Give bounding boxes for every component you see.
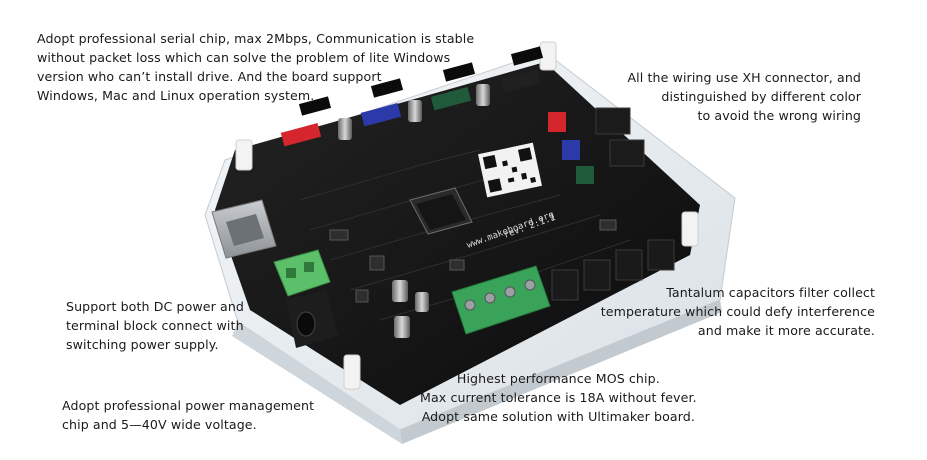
- annotation-line: and make it more accurate.: [697, 323, 875, 338]
- dc-barrel-jack: [286, 290, 338, 348]
- annotation-serial-chip: Adopt professional serial chip, max 2Mbp…: [37, 29, 474, 105]
- annotation-line: Adopt same solution with Ultimaker board…: [421, 409, 695, 424]
- annotation-line: terminal block connect with: [66, 318, 244, 333]
- driver-connectors: [280, 46, 544, 147]
- mosfet-connectors: [551, 239, 675, 301]
- mounting-pillars: [235, 41, 699, 390]
- annotation-line: chip and 5—40V wide voltage.: [62, 417, 257, 432]
- annotation-line: without packet loss which can solve the …: [37, 50, 451, 65]
- annotation-line: All the wiring use XH connector, and: [627, 70, 861, 85]
- annotation-xh-connector: All the wiring use XH connector, and dis…: [627, 68, 861, 125]
- annotation-line: version who can’t install drive. And the…: [37, 69, 382, 84]
- annotation-mos-chip: Highest performance MOS chip. Max curren…: [420, 369, 697, 426]
- annotation-line: distinguished by different color: [661, 89, 861, 104]
- annotation-line: to avoid the wrong wiring: [697, 108, 861, 123]
- annotation-tantalum-capacitors: Tantalum capacitors filter collect tempe…: [601, 283, 875, 340]
- qr-code: [478, 142, 542, 198]
- annotation-line: Windows, Mac and Linux operation system.: [37, 88, 315, 103]
- usb-port: [211, 199, 277, 259]
- annotation-dc-power: Support both DC power and terminal block…: [66, 297, 244, 354]
- xh-connectors: [548, 107, 645, 184]
- small-components: [329, 219, 617, 303]
- annotation-line: Highest performance MOS chip.: [456, 371, 660, 386]
- dc-power-connector: [273, 249, 331, 297]
- annotation-line: Adopt professional power management: [62, 398, 315, 413]
- annotation-line: Adopt professional serial chip, max 2Mbp…: [37, 31, 475, 46]
- annotation-line: temperature which could defy interferenc…: [600, 304, 875, 319]
- annotation-line: Support both DC power and: [66, 299, 245, 314]
- annotation-line: switching power supply.: [66, 337, 219, 352]
- terminal-block: [451, 265, 551, 335]
- annotation-line: Tantalum capacitors filter collect: [666, 285, 875, 300]
- annotation-power-management: Adopt professional power management chip…: [62, 396, 314, 434]
- annotation-line: Max current tolerance is 18A without fev…: [420, 390, 697, 405]
- capacitors: [338, 84, 490, 338]
- mcu-chip: [409, 187, 473, 235]
